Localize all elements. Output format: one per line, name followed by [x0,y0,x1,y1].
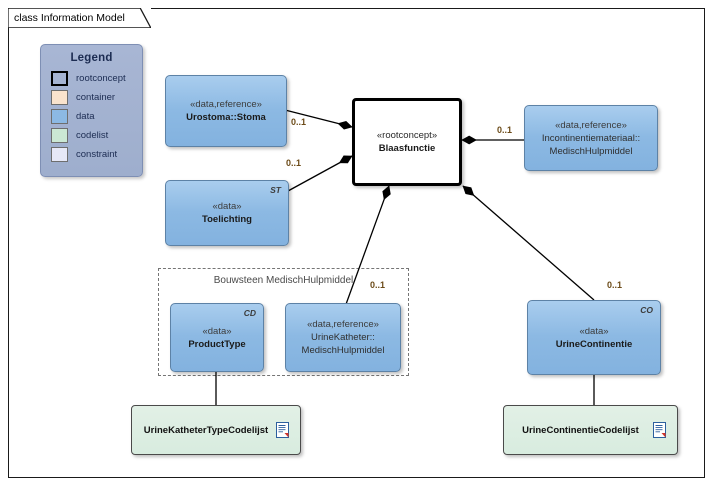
diagram-frame-tab: class Information Model [8,8,151,28]
class-stereotype: «data» [212,201,242,212]
class-name: Toelichting [202,214,252,225]
document-icon [276,422,289,438]
class-node-incontinentiemateriaal[interactable]: «data,reference» Incontinentiemateriaal:… [524,105,658,171]
multiplicity-blaasfunctie-incontinentie: 0..1 [497,125,513,135]
class-stereotype: «data,reference» [190,99,262,110]
class-node-blaasfunctie[interactable]: «rootconcept» Blaasfunctie [352,98,462,186]
legend-swatch-constraint [51,147,68,162]
class-corner-marker: CD [243,308,256,318]
class-name-line2: MedischHulpmiddel [301,345,385,356]
legend-label-data: data [76,111,95,122]
legend-swatch-codelist [51,128,68,143]
legend-item-rootconcept: rootconcept [51,69,142,88]
frame-tab-shape [8,8,151,28]
class-name: UrineKatheter:: [311,332,375,343]
class-stereotype: «data,reference» [307,319,379,330]
class-node-urinekathetertypecodelijst[interactable]: UrineKatheterTypeCodelijst [131,405,301,455]
class-name: Blaasfunctie [378,143,436,154]
class-name: UrineContinentieCodelijst [522,424,639,436]
class-name-line2: MedischHulpmiddel [549,145,633,157]
multiplicity-blaasfunctie-urinecontinentie: 0..1 [607,280,623,290]
legend-label-codelist: codelist [76,130,109,141]
multiplicity-toelichting-blaasfunctie: 0..1 [286,158,302,168]
class-name: ProductType [188,338,246,350]
class-stereotype: «data» [202,325,232,337]
legend-item-codelist: codelist [51,126,142,145]
legend-item-container: container [51,88,142,107]
class-corner-marker: ST [270,185,281,195]
legend-swatch-container [51,90,68,105]
frame-tab-label: class Information Model [14,12,125,24]
class-stereotype: «rootconcept» [376,130,438,141]
legend-item-constraint: constraint [51,145,142,164]
class-node-toelichting[interactable]: ST «data» Toelichting [165,180,289,246]
legend-label-constraint: constraint [76,149,118,160]
class-name: UrineContinentie [555,338,633,350]
class-corner-marker: CO [640,305,653,315]
class-stereotype: «data,reference» [555,119,627,131]
class-name: UrineKatheterTypeCodelijst [143,424,269,436]
class-node-urinekatheter[interactable]: «data,reference» UrineKatheter:: Medisch… [285,303,401,372]
legend-item-data: data [51,107,142,126]
group-boundary-label: Bouwsteen MedischHulpmiddel [213,275,354,286]
group-boundary-bouwsteen [158,268,409,376]
class-name: Incontinentiemateriaal:: [541,132,641,144]
class-node-urostoma-stoma[interactable]: «data,reference» Urostoma::Stoma [165,75,287,147]
class-stereotype: «data» [579,325,609,337]
class-node-producttype[interactable]: CD «data» ProductType [170,303,264,372]
document-icon [653,422,666,438]
class-node-urinecontinentiecodelijst[interactable]: UrineContinentieCodelijst [503,405,678,455]
multiplicity-stoma-blaasfunctie: 0..1 [291,117,307,127]
legend-label-rootconcept: rootconcept [76,73,126,84]
class-name: Urostoma::Stoma [186,112,266,123]
multiplicity-blaasfunctie-urinekatheter: 0..1 [370,280,386,290]
legend-swatch-data [51,109,68,124]
legend-swatch-rootconcept [51,71,68,86]
legend-label-container: container [76,92,116,103]
class-node-urinecontinentie[interactable]: CO «data» UrineContinentie [527,300,661,375]
legend-title: Legend [70,52,113,64]
legend-panel: Legend rootconcept container data codeli… [40,44,143,177]
